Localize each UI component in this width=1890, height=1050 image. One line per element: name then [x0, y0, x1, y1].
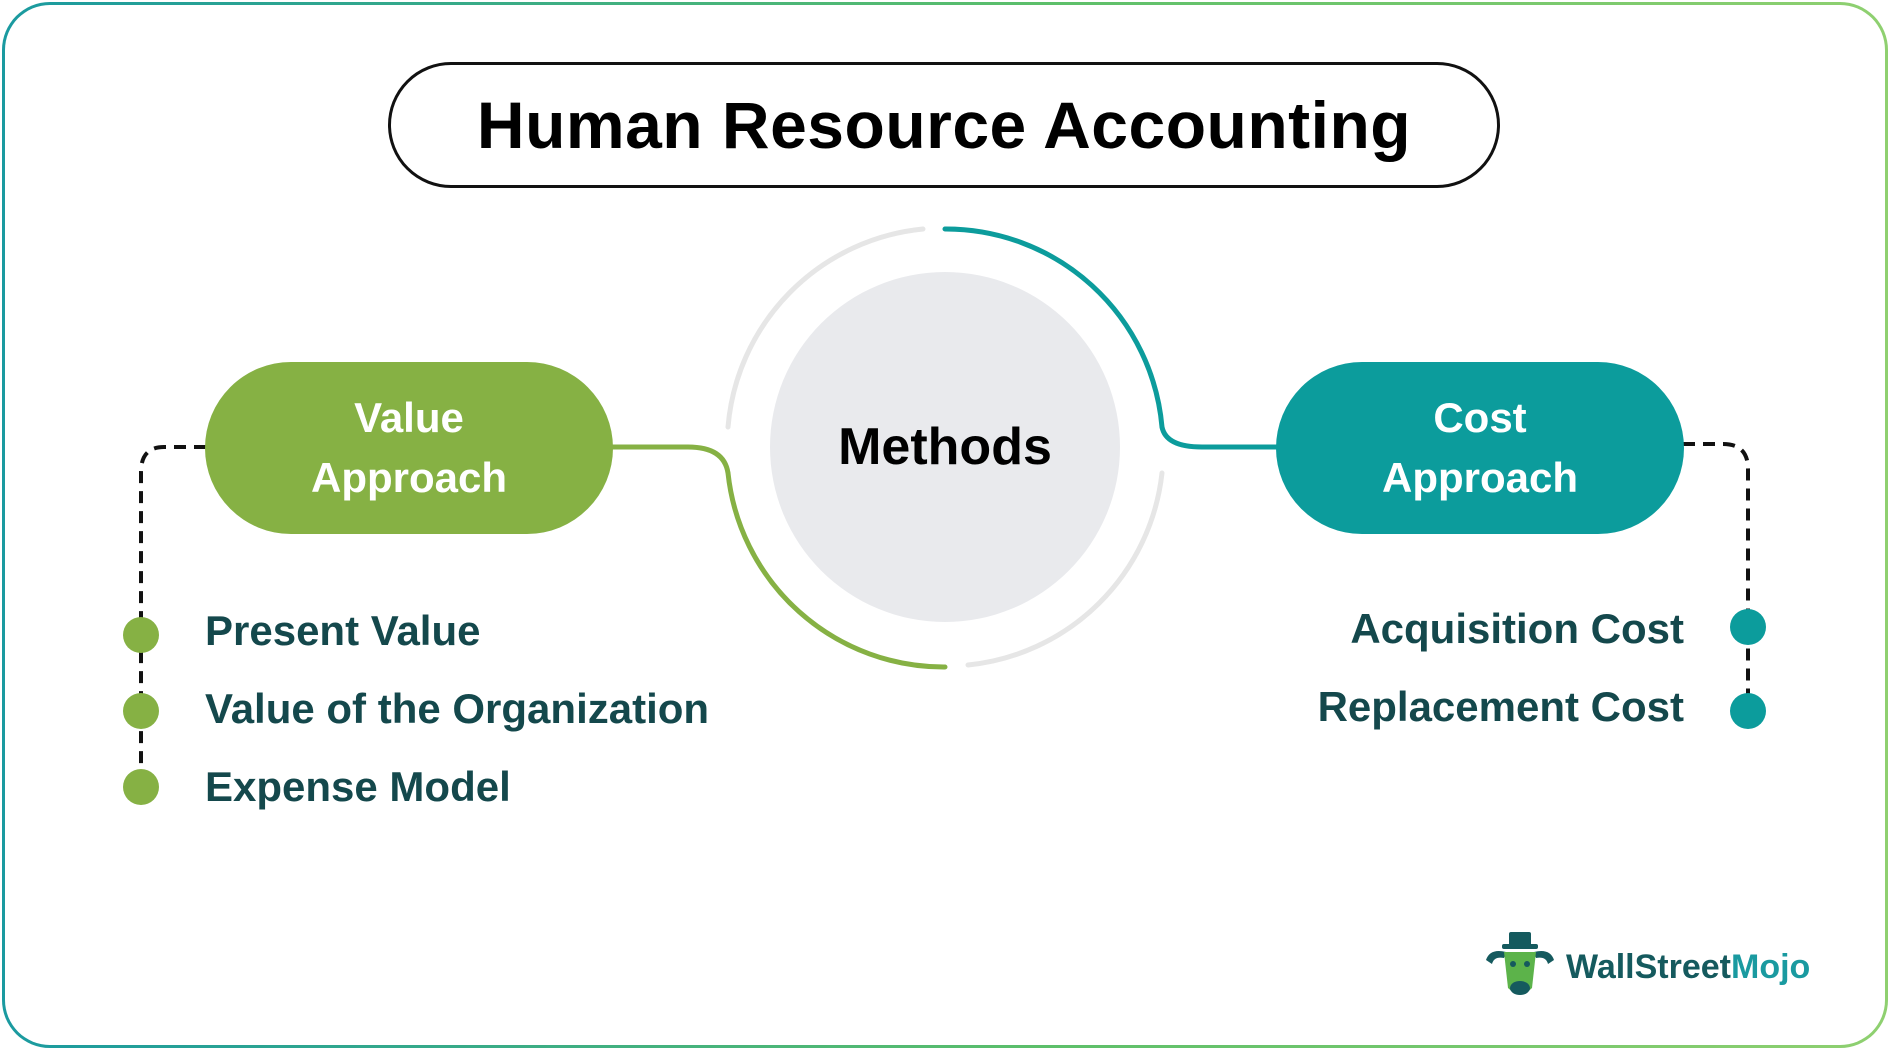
bull-mascot-icon — [1486, 932, 1554, 995]
logo-text: WallStreetMojo — [1566, 948, 1810, 987]
ring-teal-arc — [942, 226, 1165, 430]
ring-gray-upper-left — [725, 226, 926, 430]
bullet-green-2 — [123, 693, 159, 729]
connector-teal — [1159, 426, 1278, 450]
bullet-green-1 — [123, 617, 159, 653]
page-title: Human Resource Accounting — [476, 88, 1412, 162]
title-box: Human Resource Accounting — [388, 62, 1500, 188]
value-approach-line2: Approach — [310, 454, 507, 501]
dashed-line-right — [1683, 442, 1750, 707]
value-approach-pill: Value Approach — [205, 362, 613, 534]
bullet-teal-2 — [1730, 693, 1766, 729]
wallstreetmojo-logo: WallStreetMojo — [1480, 930, 1810, 1004]
cost-approach-line1: Cost — [1433, 394, 1527, 441]
center-label: Methods — [838, 418, 1052, 476]
ring-green-arc — [725, 470, 948, 670]
list-item-replacement-cost: Replacement Cost — [1317, 683, 1684, 730]
list-item-acquisition-cost: Acquisition Cost — [1350, 605, 1684, 652]
bullet-green-3 — [123, 769, 159, 805]
cost-approach-pill: Cost Approach — [1276, 362, 1684, 534]
ring-gray-lower-right — [965, 470, 1165, 668]
connector-green — [612, 444, 731, 474]
logo-text-part1: WallStreet — [1566, 947, 1732, 986]
list-item-present-value: Present Value — [205, 607, 481, 654]
list-item-value-of-organization: Value of the Organization — [205, 685, 710, 732]
dashed-line-left — [139, 445, 206, 785]
cost-approach-line2: Approach — [1381, 454, 1578, 501]
logo-text-part2: Mojo — [1731, 947, 1811, 986]
value-approach-line1: Value — [354, 394, 464, 441]
list-item-expense-model: Expense Model — [205, 763, 511, 810]
center-circle — [770, 272, 1120, 622]
bullet-teal-1 — [1730, 609, 1766, 645]
